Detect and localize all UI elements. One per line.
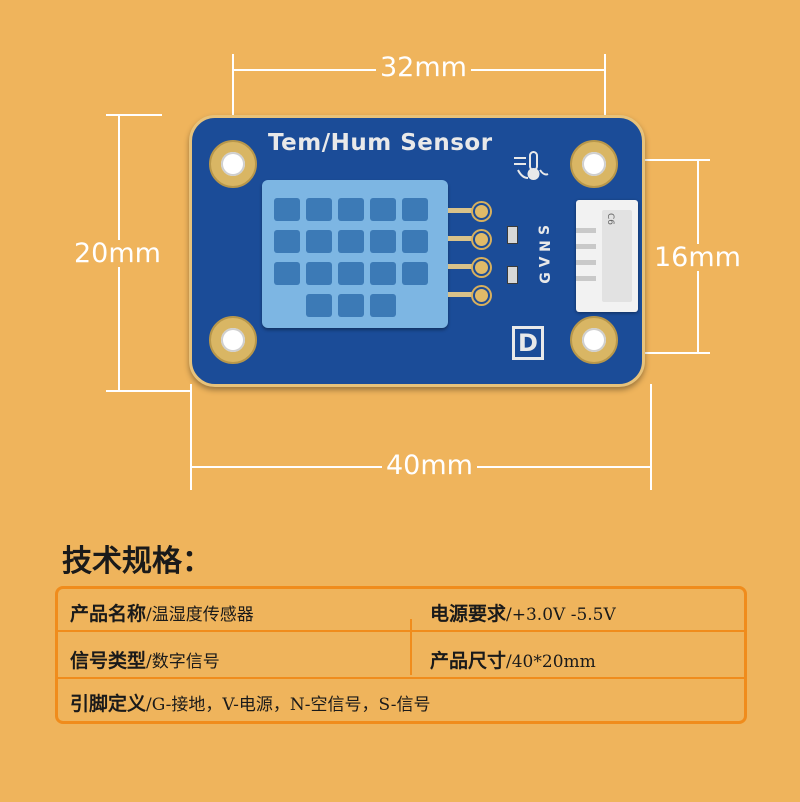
mounting-hole-bottom-right bbox=[570, 316, 618, 364]
solder-pad bbox=[473, 231, 490, 248]
temperature-humidity-icon bbox=[514, 151, 549, 180]
spec-signal-type: 信号类型/数字信号 bbox=[70, 650, 220, 672]
height-label: 20mm bbox=[70, 240, 165, 267]
spec-power-requirement: 电源要求/+3.0V -5.5V bbox=[430, 603, 616, 625]
connector-marking: C6 bbox=[605, 212, 616, 226]
dht11-sensor bbox=[262, 180, 448, 328]
mounting-hole-bottom-left bbox=[209, 316, 257, 364]
spec-heading: 技术规格： bbox=[62, 544, 212, 579]
pin-label-g: G bbox=[537, 272, 554, 284]
sensor-board: Tem/Hum Sensor G bbox=[189, 115, 645, 387]
width-label: 32mm bbox=[376, 54, 471, 81]
pin-label-n: N bbox=[537, 240, 554, 252]
mounting-hole-top-left bbox=[209, 140, 257, 188]
solder-pad bbox=[473, 203, 490, 220]
spec-product-name: 产品名称/温湿度传感器 bbox=[70, 603, 254, 625]
board-title: Tem/Hum Sensor bbox=[268, 130, 493, 156]
dfrobot-logo: D bbox=[512, 326, 544, 360]
length-label: 40mm bbox=[382, 452, 477, 479]
spec-pin-definition: 引脚定义/G-接地，V-电源，N-空信号，S-信号 bbox=[70, 693, 431, 715]
solder-pad bbox=[473, 259, 490, 276]
pin-span-label: 16mm bbox=[650, 244, 745, 271]
jst-connector: C6 bbox=[576, 200, 638, 312]
mounting-hole-top-right bbox=[570, 140, 618, 188]
pin-label-s: S bbox=[537, 224, 554, 236]
pin-label-v: V bbox=[537, 256, 554, 268]
solder-pad bbox=[473, 287, 490, 304]
smd-capacitor bbox=[507, 266, 518, 284]
smd-resistor bbox=[507, 226, 518, 244]
spec-table: 产品名称/温湿度传感器 电源要求/+3.0V -5.5V 信号类型/数字信号 产… bbox=[55, 586, 747, 724]
spec-product-size: 产品尺寸/40*20mm bbox=[430, 650, 596, 672]
